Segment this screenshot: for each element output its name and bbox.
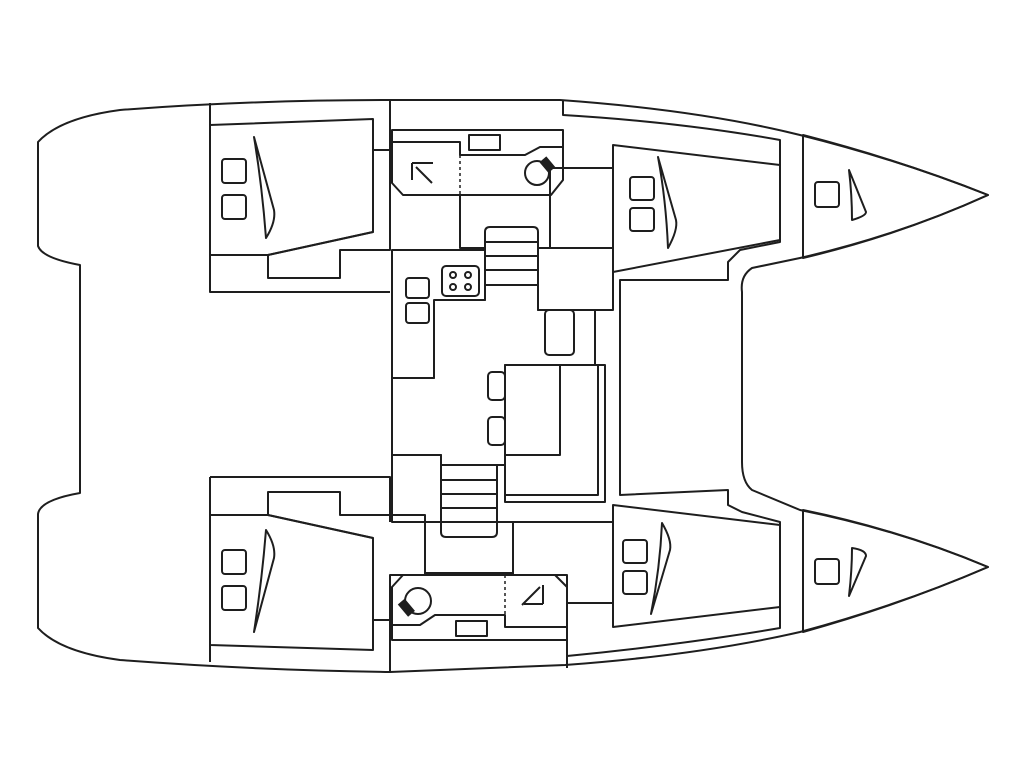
saloon-table [504,364,606,503]
pillow [221,158,247,184]
sink-icon [455,620,488,637]
starboard-forepeak [802,509,989,633]
sink-icon [405,277,430,299]
nav-station [537,247,614,311]
burner-icon [449,271,457,279]
sheet-fold [848,169,867,221]
fridge [391,454,442,523]
forward-starboard-cabin-bed [612,504,781,628]
stairs-bottom[interactable] [440,464,498,538]
burner-icon [464,271,472,279]
saloon-settee [505,365,599,496]
port-head-wall [392,141,563,156]
aft-starboard-cabin-bed [209,514,374,651]
sheet-fold [253,529,276,633]
toilet-tank-icon [397,598,415,617]
seat [544,309,575,356]
burner-icon [464,283,472,291]
starboard-head-wall [392,614,567,628]
pillow [814,181,840,208]
pillow [629,176,655,201]
sink-icon [468,134,501,151]
aft-port-cabin-bed [209,118,374,256]
shower-arrow-icon [521,585,544,606]
pillow [622,539,648,564]
pillow [629,207,655,232]
sink-icon [405,302,430,324]
stool [487,371,506,401]
sheet-fold [657,156,678,249]
pillow [221,585,247,611]
burner-icon [449,283,457,291]
hull-wall [389,640,568,672]
forward-port-cabin-bed [612,144,781,273]
sheet-fold [848,547,867,597]
pillow [814,558,840,585]
pillow [221,549,247,575]
shower-arrow-icon [411,162,433,184]
stairs-top[interactable] [484,226,539,300]
sheet-fold [650,522,672,615]
stove-icon [441,265,480,297]
port-forepeak [802,134,989,259]
toilet-icon [524,160,550,186]
stool [487,416,506,446]
pillow [221,194,247,220]
pillow [622,570,648,595]
toilet-tank-icon [539,156,556,173]
sheet-fold [253,136,276,239]
